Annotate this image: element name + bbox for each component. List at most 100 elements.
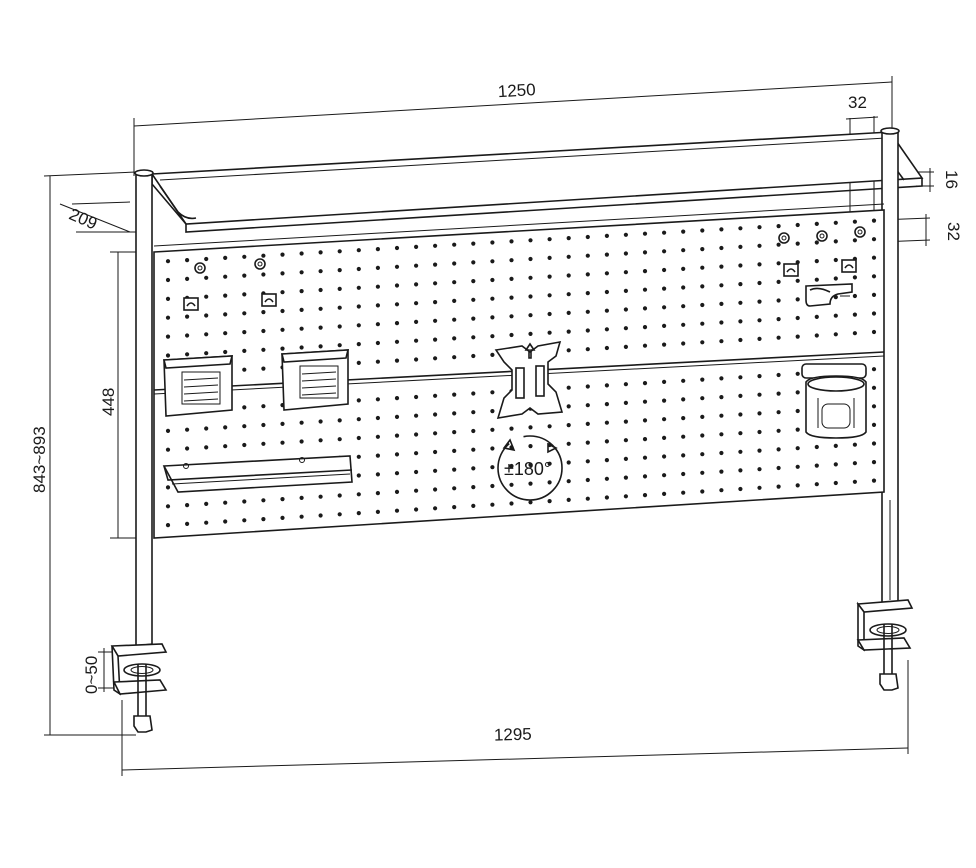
- peg-hole: [375, 415, 380, 421]
- peg-hole: [833, 462, 838, 467]
- peg-hole: [204, 351, 209, 356]
- peg-hole: [509, 426, 514, 431]
- peg-hole: [871, 255, 877, 260]
- peg-hole: [433, 281, 438, 286]
- peg-hole: [547, 274, 552, 279]
- peg-hole: [394, 508, 400, 513]
- peg-hole: [261, 310, 266, 315]
- peg-hole: [490, 240, 495, 245]
- peg-hole: [509, 314, 514, 319]
- peg-hole: [471, 353, 476, 359]
- peg-hole: [414, 507, 419, 512]
- peg-hole: [509, 239, 514, 244]
- peg-hole: [452, 448, 457, 453]
- peg-hole: [623, 344, 629, 349]
- peg-hole: [662, 305, 667, 310]
- peg-hole: [375, 434, 380, 439]
- peg-hole: [738, 263, 743, 268]
- peg-hole: [585, 328, 590, 333]
- peg-hole: [471, 241, 476, 246]
- peg-hole: [280, 252, 285, 257]
- peg-hole: [604, 271, 610, 276]
- peg-hole: [204, 426, 209, 431]
- peg-hole: [604, 289, 610, 295]
- rotation-indicator: ±180°: [497, 435, 563, 501]
- peg-hole: [452, 411, 457, 416]
- peg-hole: [528, 425, 533, 430]
- peg-hole: [204, 445, 209, 450]
- peg-hole: [700, 247, 705, 252]
- peg-hole: [814, 463, 819, 468]
- peg-hole: [528, 444, 533, 449]
- peg-hole: [280, 327, 285, 332]
- peg-hole: [662, 417, 667, 422]
- dim-label-448: 448: [99, 388, 118, 416]
- hook-top-right-1: [778, 232, 790, 244]
- peg-hole: [165, 315, 171, 320]
- hook-top-left-2: [254, 258, 266, 270]
- peg-hole: [795, 427, 800, 432]
- peg-hole: [375, 247, 380, 252]
- peg-hole: [547, 330, 552, 335]
- peg-hole: [700, 433, 705, 438]
- peg-hole: [356, 360, 361, 365]
- peg-hole: [394, 245, 400, 251]
- peg-hole: [528, 481, 533, 486]
- peg-hole: [318, 325, 323, 330]
- peg-hole: [337, 249, 342, 254]
- peg-hole: [375, 509, 380, 514]
- peg-hole: [204, 294, 209, 299]
- peg-hole: [604, 383, 610, 388]
- peg-hole: [700, 340, 705, 345]
- peg-hole: [299, 495, 304, 500]
- peg-hole: [299, 270, 304, 275]
- peg-hole: [585, 496, 590, 501]
- peg-hole: [375, 359, 380, 364]
- peg-hole: [471, 316, 476, 321]
- peg-hole: [566, 479, 571, 484]
- peg-hole: [185, 333, 190, 338]
- peg-hole: [242, 273, 247, 278]
- peg-hole: [585, 253, 590, 258]
- peg-hole: [433, 243, 438, 248]
- peg-hole: [719, 320, 724, 325]
- peg-hole: [681, 266, 686, 271]
- peg-hole: [375, 397, 380, 402]
- peg-hole: [795, 241, 800, 246]
- peg-hole: [490, 277, 495, 283]
- peg-hole: [852, 275, 858, 280]
- peg-hole: [394, 433, 400, 438]
- peg-hole: [795, 297, 800, 302]
- peg-hole: [223, 500, 228, 505]
- peg-hole: [852, 238, 858, 243]
- peg-hole: [490, 296, 495, 301]
- peg-hole: [776, 372, 781, 378]
- peg-hole: [261, 366, 266, 371]
- peg-hole: [623, 382, 629, 387]
- peg-hole: [337, 268, 342, 273]
- peg-hole: [871, 329, 877, 335]
- peg-hole: [242, 405, 247, 410]
- peg-hole: [738, 486, 743, 492]
- peg-hole: [165, 485, 171, 490]
- peg-hole: [261, 517, 266, 522]
- peg-hole: [452, 242, 457, 247]
- peg-hole: [490, 390, 495, 395]
- peg-hole: [833, 220, 838, 225]
- peg-hole: [433, 393, 438, 398]
- peg-hole: [165, 504, 171, 509]
- peg-hole: [261, 404, 266, 409]
- peg-hole: [280, 515, 285, 521]
- peg-hole: [833, 480, 838, 486]
- peg-hole: [394, 414, 400, 419]
- peg-hole: [204, 313, 209, 318]
- peg-hole: [757, 392, 762, 397]
- peg-hole: [719, 469, 724, 474]
- cable-holder: [805, 283, 853, 307]
- peg-hole: [757, 225, 762, 230]
- peg-hole: [719, 264, 724, 269]
- peg-hole: [642, 437, 648, 442]
- peg-hole: [299, 514, 304, 519]
- dim-label-1250: 1250: [497, 80, 536, 101]
- peg-hole: [165, 353, 171, 358]
